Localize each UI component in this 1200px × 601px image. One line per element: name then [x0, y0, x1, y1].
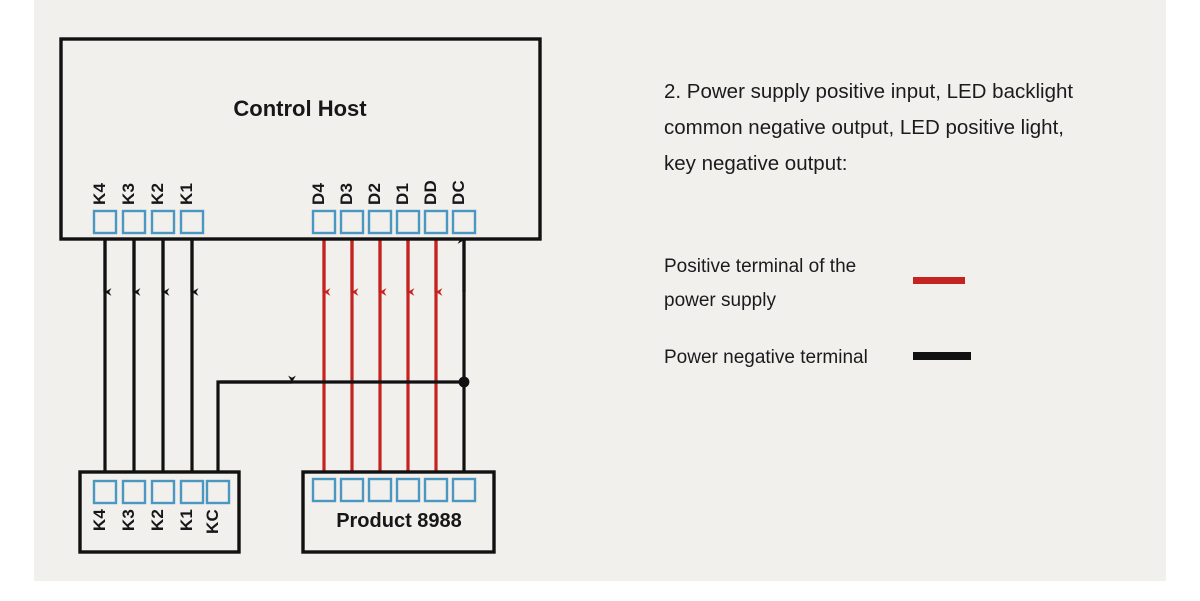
product-terminal-3[interactable] — [367, 477, 393, 503]
terminal-square[interactable] — [423, 209, 449, 235]
terminal-square[interactable] — [179, 209, 205, 235]
terminal-label: K1 — [177, 509, 196, 531]
wire-kc-bus — [216, 380, 464, 474]
legend-swatch-positive — [913, 277, 965, 284]
legend-label-line-1: Positive terminal of the — [664, 256, 856, 277]
control-host-terminal-k4[interactable]: K4 — [90, 183, 118, 235]
product-terminal-2[interactable] — [339, 477, 365, 503]
product-module-title: Product 8988 — [336, 510, 462, 532]
terminal-label: K3 — [119, 509, 138, 531]
control-host-terminal-k1[interactable]: K1 — [177, 183, 205, 235]
device-product-8988[interactable]: Product 8988 — [301, 470, 496, 554]
control-host-terminal-k2[interactable]: K2 — [148, 183, 176, 235]
terminal-square[interactable] — [395, 209, 421, 235]
wire-group-led-positive — [322, 238, 443, 474]
wire-group-common-negative — [216, 236, 470, 474]
terminal-square[interactable] — [150, 209, 176, 235]
terminal-label: D4 — [309, 183, 328, 205]
terminal-square[interactable] — [121, 209, 147, 235]
terminal-square[interactable] — [367, 477, 393, 503]
legend-label-line-1: Power negative terminal — [664, 347, 868, 368]
note-line-1: 2. Power supply positive input, LED back… — [664, 80, 1073, 103]
terminal-square[interactable] — [367, 209, 393, 235]
product-terminal-1[interactable] — [311, 477, 337, 503]
terminal-label: K1 — [177, 183, 196, 205]
note-line-3: key negative output: — [664, 152, 848, 175]
control-host-terminal-d3[interactable]: D3 — [337, 183, 365, 235]
legend-item-negative: Power negative terminal — [664, 347, 971, 368]
key-module-terminal-kc[interactable]: KC — [203, 479, 231, 534]
terminal-label: KC — [203, 509, 222, 534]
device-control-host[interactable]: Control Host K4 K3 K2 K1 D4 — [59, 37, 542, 241]
product-terminal-6[interactable] — [451, 477, 477, 503]
product-terminal-5[interactable] — [423, 477, 449, 503]
legend-label-line-2: power supply — [664, 290, 776, 311]
terminal-label: K4 — [90, 183, 109, 205]
key-module-terminal-k1[interactable]: K1 — [177, 479, 205, 531]
terminal-square[interactable] — [339, 477, 365, 503]
terminal-square[interactable] — [451, 477, 477, 503]
legend-item-positive: Positive terminal of the power supply — [664, 256, 965, 311]
control-host-terminal-d1[interactable]: D1 — [393, 183, 421, 235]
terminal-label: K2 — [148, 509, 167, 531]
terminal-label: K3 — [119, 183, 138, 205]
note-line-2: common negative output, LED positive lig… — [664, 116, 1064, 139]
terminal-label: D1 — [393, 183, 412, 205]
wire-group-key-negative — [103, 238, 199, 474]
key-module-terminal-k2[interactable]: K2 — [148, 479, 176, 531]
legend: Positive terminal of the power supply Po… — [664, 256, 971, 368]
terminal-square[interactable] — [311, 477, 337, 503]
terminal-square[interactable] — [92, 209, 118, 235]
key-module-terminal-k4[interactable]: K4 — [90, 479, 118, 531]
terminal-label: K4 — [90, 509, 109, 531]
terminal-square[interactable] — [121, 479, 147, 505]
terminal-label: DC — [449, 180, 468, 205]
legend-swatch-negative — [913, 352, 971, 360]
terminal-label: D3 — [337, 183, 356, 205]
terminal-square[interactable] — [451, 209, 477, 235]
terminal-label: D2 — [365, 183, 384, 205]
terminal-square[interactable] — [205, 479, 231, 505]
terminal-square[interactable] — [339, 209, 365, 235]
control-host-terminal-dc[interactable]: DC — [449, 180, 477, 235]
note-block: 2. Power supply positive input, LED back… — [664, 80, 1073, 175]
control-host-terminal-d2[interactable]: D2 — [365, 183, 393, 235]
terminal-square[interactable] — [150, 479, 176, 505]
terminal-square[interactable] — [179, 479, 205, 505]
control-host-terminal-d4[interactable]: D4 — [309, 183, 337, 235]
control-host-body — [59, 37, 542, 241]
product-terminal-4[interactable] — [395, 477, 421, 503]
control-host-terminal-k3[interactable]: K3 — [119, 183, 147, 235]
control-host-terminal-dd[interactable]: DD — [421, 180, 449, 235]
terminal-square[interactable] — [92, 479, 118, 505]
control-host-title: Control Host — [233, 96, 367, 121]
terminal-label: DD — [421, 180, 440, 205]
terminal-square[interactable] — [423, 477, 449, 503]
terminal-square[interactable] — [311, 209, 337, 235]
terminal-square[interactable] — [395, 477, 421, 503]
junction-dot — [458, 376, 470, 388]
device-key-module[interactable]: K4 K3 K2 K1 KC — [78, 470, 241, 554]
key-module-terminal-k3[interactable]: K3 — [119, 479, 147, 531]
terminal-label: K2 — [148, 183, 167, 205]
